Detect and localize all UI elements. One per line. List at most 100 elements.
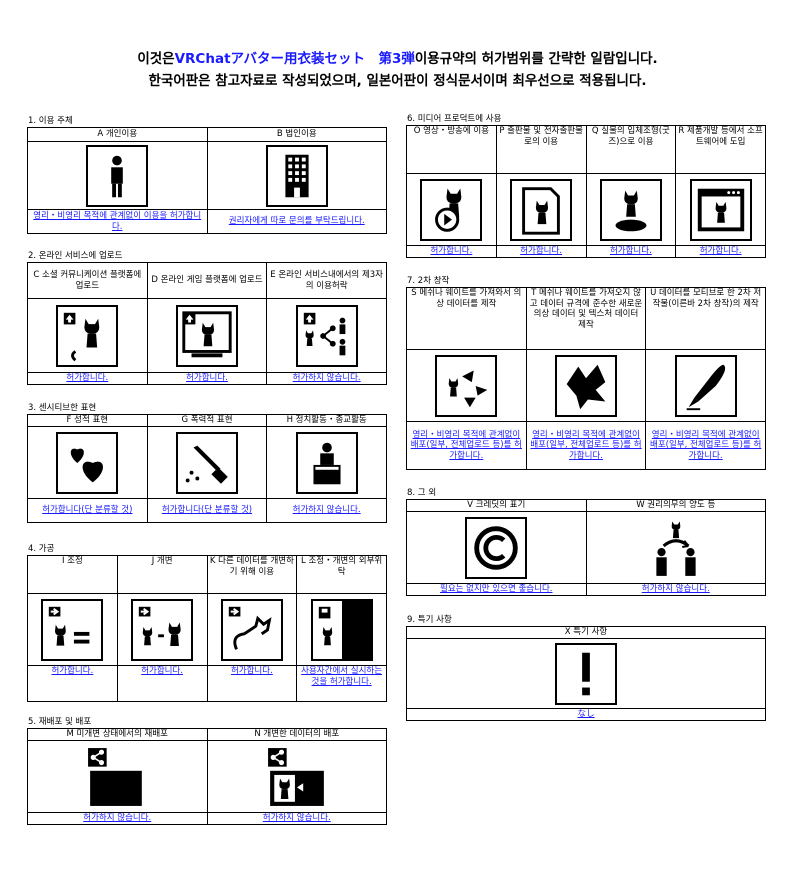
- item-head: K 다른 데이터를 개변하기 위해 이용: [206, 555, 298, 594]
- header-text-post: 이용규약의 허가범위를 간략한 일람입니다.: [414, 51, 658, 67]
- figure-icon: [599, 178, 662, 241]
- item-icon-cell: [406, 511, 587, 584]
- section-other: 8. 그 외 V 크레딧의 표기 W 권리의무의 양도 등 필요는 없지만 있으…: [406, 487, 766, 596]
- permission-table: A 개인이용 B 법인이용 영리・비영리 목적에 관계없이 이용을 허가합니다.…: [27, 127, 387, 234]
- item-head: W 권리의무의 양도 등: [585, 499, 766, 512]
- header-line-1: 이것은VRChatアバター用衣装セット 第3弾이용규약의 허가범위를 간략한 일…: [0, 48, 795, 70]
- permission-table: V 크레딧의 표기 W 권리의무의 양도 등 필요는 없지만 있으면 좋습니다.…: [406, 499, 766, 596]
- item-head: X 특기 사항: [406, 626, 766, 639]
- item-permission: 허가합니다.: [27, 372, 148, 385]
- item-permission: 허가하지 않습니다.: [585, 583, 766, 596]
- section-title: 5. 재배포 및 배포: [28, 717, 92, 727]
- item-permission: 허가합니다.: [495, 245, 587, 258]
- item-permission: 허가합니다.: [585, 245, 677, 258]
- share-third-party-icon: [295, 304, 358, 367]
- item-permission: 허가하지 않습니다.: [206, 812, 387, 825]
- item-head: C 소셜 커뮤니케이션 플랫폼에 업로드: [27, 262, 148, 299]
- item-head: V 크레딧의 표기: [406, 499, 587, 512]
- item-icon-cell: [206, 593, 298, 666]
- item-icon-cell: [27, 298, 148, 373]
- item-head: Q 실물의 입체조형(굿즈)으로 이용: [585, 125, 677, 174]
- section-processing: 4. 가공 I 조정 J 개변 K 다른 데이터를 개변하기 위해 이용 L 조…: [27, 543, 387, 702]
- item-head: J 개변: [116, 555, 208, 594]
- item-head: T 메쉬나 웨이트를 가져오지 않고 데이터 규격에 준수한 새로운 의상 데이…: [525, 287, 647, 350]
- item-head: H 정치활동・종교활동: [266, 414, 387, 427]
- item-head: I 조정: [27, 555, 118, 594]
- section-title: 8. 그 외: [407, 488, 437, 498]
- section-title: 3. 센시티브한 표현: [28, 403, 97, 413]
- section-sensitive-expression: 3. 센시티브한 표현 F 성적 표현 G 폭력적 표현 H 정치활동・종교활동…: [27, 402, 387, 523]
- section-redistribution: 5. 재배포 및 배포 M 미개변 상태에서의 재배포 N 개변한 데이터의 배…: [27, 716, 387, 825]
- item-permission: 허가하지 않습니다.: [266, 498, 387, 523]
- item-permission: 허가합니다(단 분류할 것): [146, 498, 268, 523]
- item-permission: なし: [406, 708, 766, 721]
- item-icon-cell: [146, 298, 268, 373]
- other-data-icon: [220, 598, 283, 661]
- section-usage-subject: 1. 이용 주체 A 개인이용 B 법인이용 영리・비영리 목적에 관계없이 이…: [27, 115, 387, 234]
- item-icon-cell: [27, 426, 148, 499]
- item-permission: 허가합니다.: [116, 665, 208, 702]
- video-icon: [420, 178, 483, 241]
- permission-table: C 소셜 커뮤니케이션 플랫폼에 업로드 D 온라인 게임 플랫폼에 업로드 E…: [27, 262, 387, 385]
- item-icon-cell: [406, 638, 766, 709]
- building-icon: [265, 144, 328, 207]
- permission-table: O 영상・방송에 이용 P 출판물 및 전자출판물로의 이용 Q 실물의 입체조…: [406, 125, 766, 258]
- hearts-icon: [56, 431, 119, 494]
- permission-table: X 특기 사항 なし: [406, 626, 766, 721]
- permission-table: F 성적 표현 G 폭력적 표현 H 정치활동・종교활동 허가합니다(단 분류할…: [27, 414, 387, 523]
- redistribute-icon: [86, 745, 149, 808]
- texture-icon: [554, 354, 617, 417]
- section-online-upload: 2. 온라인 서비스에 업로드 C 소셜 커뮤니케이션 플랫폼에 업로드 D 온…: [27, 250, 387, 385]
- section-title: 1. 이용 주체: [28, 116, 73, 126]
- transfer-icon: [644, 516, 707, 579]
- mesh-icon: [435, 354, 498, 417]
- knife-icon: [175, 431, 238, 494]
- modify-icon: [131, 598, 194, 661]
- item-icon-cell: [266, 426, 387, 499]
- item-head: S 메쉬나 웨이트를 가져와서 의상 데이터를 제작: [406, 287, 527, 350]
- item-permission: 허가합니다.: [27, 665, 118, 702]
- item-icon-cell: [206, 141, 387, 210]
- pen-icon: [674, 354, 737, 417]
- item-head: N 개변한 데이터의 배포: [206, 728, 387, 741]
- section-title: 7. 2차 창작: [407, 276, 450, 286]
- section-title: 4. 가공: [28, 544, 55, 554]
- item-permission: 허가하지 않습니다.: [27, 812, 208, 825]
- item-head: G 폭력적 표현: [146, 414, 268, 427]
- header-text-pre: 이것은: [137, 51, 175, 67]
- item-head: U 데이터를 모티브로 한 2차 저작물(이른바 2차 창작)의 제작: [645, 287, 766, 350]
- item-icon-cell: [146, 426, 268, 499]
- item-icon-cell: [27, 141, 208, 210]
- item-head: F 성적 표현: [27, 414, 148, 427]
- item-icon-cell: [406, 349, 527, 422]
- item-head: D 온라인 게임 플랫폼에 업로드: [146, 262, 268, 299]
- podium-icon: [295, 431, 358, 494]
- section-title: 6. 미디어 프로덕트에 사용: [407, 114, 502, 124]
- item-head: R 제품개발 등에서 소프트웨어에 도입: [675, 125, 766, 174]
- person-icon: [86, 144, 149, 207]
- item-icon-cell: [495, 173, 587, 246]
- item-permission: 영리・비영리 목적에 관계없이 배포(일부, 전체업로드 등)를 허가합니다.: [645, 421, 766, 470]
- exclamation-icon: [555, 642, 617, 705]
- item-permission: 영리・비영리 목적에 관계없이 배포(일부, 전체업로드 등)를 허가합니다.: [525, 421, 647, 470]
- item-icon-cell: [406, 173, 497, 246]
- copyright-icon: [465, 516, 528, 579]
- item-icon-cell: [585, 173, 677, 246]
- item-icon-cell: [525, 349, 647, 422]
- item-permission: 필요는 없지만 있으면 좋습니다.: [406, 583, 587, 596]
- header-product-name: VRChatアバター用衣装セット 第3弾: [174, 51, 415, 67]
- item-icon-cell: [206, 740, 387, 813]
- item-icon-cell: [27, 593, 118, 666]
- outsource-icon: [310, 598, 373, 661]
- page-header: 이것은VRChatアバター用衣装セット 第3弾이용규약의 허가범위를 간략한 일…: [0, 48, 795, 92]
- item-icon-cell: [27, 740, 208, 813]
- item-head: M 미개변 상태에서의 재배포: [27, 728, 208, 741]
- adjust-icon: [41, 598, 104, 661]
- item-icon-cell: [296, 593, 387, 666]
- item-permission: 허가합니다.: [146, 372, 268, 385]
- permission-table: I 조정 J 개변 K 다른 데이터를 개변하기 위해 이용 L 조정・개변의 …: [27, 555, 387, 702]
- item-icon-cell: [266, 298, 387, 373]
- upload-avatar-icon: [56, 304, 119, 367]
- section-media-product: 6. 미디어 프로덕트에 사용 O 영상・방송에 이용 P 출판물 및 전자출판…: [406, 113, 766, 258]
- item-permission: 사용자간에서 실시하는 것을 허가합니다.: [296, 665, 387, 702]
